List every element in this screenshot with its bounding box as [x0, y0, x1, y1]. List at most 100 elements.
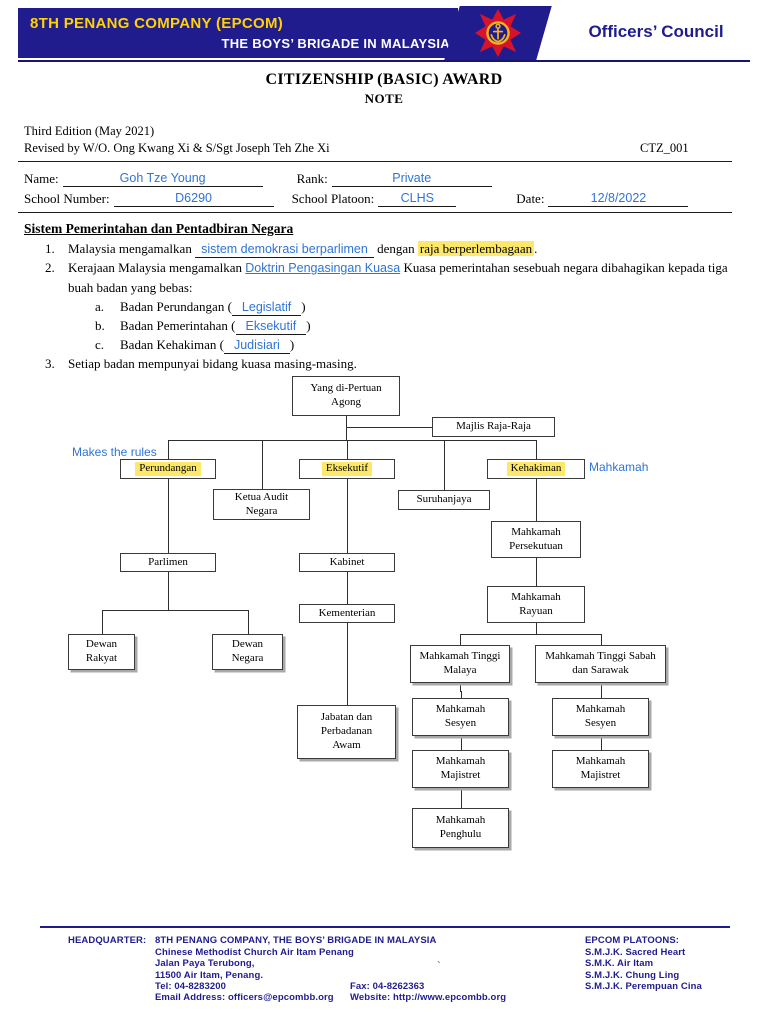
platoon-4: S.M.J.K. Perempuan Cina: [585, 981, 702, 992]
platoon-1: S.M.J.K. Sacred Heart: [585, 947, 686, 958]
hq-fax: Fax: 04-8262363: [350, 981, 425, 992]
chart-connector: [347, 516, 348, 553]
chart-connector: [261, 440, 347, 441]
chart-node-eksekutif: Eksekutif: [299, 459, 395, 479]
rank-field[interactable]: Private: [331, 171, 492, 187]
chart-node-sesyen-1: Mahkamah Sesyen: [412, 698, 509, 736]
sub-item-c: c.Badan Kehakiman (Judisiari): [95, 335, 294, 354]
chart-connector: [346, 416, 347, 440]
date-field[interactable]: 12/8/2022: [548, 191, 689, 207]
chart-connector: [536, 558, 537, 572]
document-code: CTZ_001: [640, 141, 689, 155]
school-platoon-label: School Platoon:: [291, 191, 375, 206]
chart-connector: [168, 610, 249, 611]
sub-c-text: Badan Kehakiman (: [120, 337, 224, 352]
divider-bottom: [18, 212, 732, 213]
chart-connector: [460, 788, 462, 798]
hq-name: 8TH PENANG COMPANY, THE BOYS’ BRIGADE IN…: [155, 935, 437, 946]
chart-node-jabatan: Jabatan dan Perbadanan Awam: [297, 705, 396, 759]
highlighted-phrase: raja berperlembagaan: [417, 241, 535, 256]
document-title: CITIZENSHIP (BASIC) AWARD: [265, 71, 503, 88]
chart-node-majistret-2: Mahkamah Majistret: [552, 750, 649, 788]
chart-node-suruhanjaya: Suruhanjaya: [398, 490, 490, 510]
chart-node-kehakiman: Kehakiman: [487, 459, 585, 479]
section-heading: Sistem Pemerintahan dan Pentadbiran Nega…: [24, 221, 294, 236]
officers-council-title: Officers’ Council: [588, 22, 724, 41]
chart-connector: [346, 440, 445, 441]
header-banner: 8TH PENANG COMPANY (EPCOM) THE BOYS’ BRI…: [18, 8, 458, 58]
chart-connector: [460, 690, 462, 698]
revised-by-text: Revised by W/O. Ong Kwang Xi & S/Sgt Jos…: [24, 141, 330, 155]
stray-mark: `: [437, 960, 441, 972]
form-row-1: Name: Goh Tze Young Rank: Private: [24, 171, 492, 187]
footer-divider: [40, 926, 730, 928]
chart-connector: [261, 440, 263, 489]
chart-connector: [346, 664, 348, 705]
school-number-label: School Number:: [24, 191, 110, 206]
chart-node-tinggi-sabah: Mahkamah Tinggi Sabah dan Sarawak: [535, 645, 666, 683]
sub-letter-a: a.: [95, 299, 105, 314]
hq-address-3: 11500 Air Itam, Penang.: [155, 970, 264, 981]
chart-connector: [536, 623, 537, 634]
chart-connector: [347, 479, 348, 516]
chart-connector: [600, 743, 602, 750]
list-number-2: 2.: [45, 260, 55, 275]
chart-node-persekutuan: Mahkamah Persekutuan: [491, 521, 581, 558]
chart-connector: [460, 736, 462, 743]
chart-annotation-2: Mahkamah: [589, 460, 649, 474]
chart-node-perundangan: Perundangan: [120, 459, 216, 479]
chart-node-majlis: Majlis Raja-Raja: [432, 417, 555, 437]
eksekutif-blank[interactable]: Eksekutif: [235, 319, 307, 335]
rank-label: Rank:: [296, 171, 328, 186]
platoons-label: EPCOM PLATOONS:: [585, 935, 680, 946]
chart-connector: [168, 572, 169, 610]
chart-node-sesyen-2: Mahkamah Sesyen: [552, 698, 649, 736]
platoon-2: S.M.K. Air Itam: [585, 958, 654, 969]
chart-connector: [168, 440, 169, 459]
chart-connector: [536, 634, 602, 635]
chart-node-parlimen: Parlimen: [120, 553, 216, 572]
hq-address-2: Jalan Paya Terubong,: [155, 958, 255, 969]
list-item-3: 3.Setiap badan mempunyai bidang kuasa ma…: [45, 354, 357, 373]
school-platoon-field[interactable]: CLHS: [378, 191, 457, 207]
sub-item-a: a. Badan Perundangan (Legislatif): [95, 297, 306, 316]
chart-connector: [600, 690, 602, 698]
brigade-name: THE BOYS’ BRIGADE IN MALAYSIA: [221, 36, 450, 51]
date-label: Date:: [516, 191, 545, 206]
chart-node-ketua-audit: Ketua Audit Negara: [213, 489, 310, 520]
chart-node-agong: Yang di-Pertuan Agong: [292, 376, 400, 416]
judisiari-blank[interactable]: Judisiari: [223, 338, 290, 354]
chart-node-tinggi-malaya: Mahkamah Tinggi Malaya: [410, 645, 510, 683]
chart-connector: [168, 516, 169, 553]
chart-connector: [168, 440, 347, 441]
chart-node-kementerian: Kementerian: [299, 604, 395, 623]
chart-connector: [460, 634, 461, 645]
chart-node-rayuan: Mahkamah Rayuan: [487, 586, 585, 623]
sub-a-close: ): [301, 299, 306, 314]
header-divider: [18, 60, 750, 62]
sub-b-close: ): [306, 318, 311, 333]
item1-text-end: .: [534, 241, 538, 256]
chart-node-kabinet: Kabinet: [299, 553, 395, 572]
school-number-field[interactable]: D6290: [113, 191, 274, 207]
list-item-2: 2.Kerajaan Malaysia mengamalkan Doktrin …: [45, 258, 737, 297]
doktrin-text: Doktrin Pengasingan Kuasa: [245, 261, 401, 275]
demokrasi-blank[interactable]: sistem demokrasi berparlimen: [195, 242, 374, 258]
hq-website-link[interactable]: Website: http://www.epcombb.org: [350, 992, 507, 1003]
chart-connector: [536, 440, 537, 459]
item2-text-post: Kuasa pemerintahan sesebuah negara dibah…: [68, 260, 728, 295]
sub-a-text: Badan Perundangan (: [120, 299, 232, 314]
chart-connector: [347, 623, 348, 664]
hq-label: HEADQUARTER:: [68, 935, 147, 946]
item1-text-pre: Malaysia mengamalkan: [68, 241, 196, 256]
sub-item-b: b.Badan Pemerintahan (Eksekutif): [95, 316, 311, 335]
hq-email-link[interactable]: Email Address: officers@epcombb.org: [155, 992, 334, 1003]
name-field[interactable]: Goh Tze Young: [62, 171, 263, 187]
divider-top: [18, 161, 732, 162]
sub-b-text: Badan Pemerintahan (: [120, 318, 236, 333]
hq-tel: Tel: 04-8283200: [155, 981, 227, 992]
chart-connector: [536, 572, 537, 586]
sub-c-close: ): [289, 337, 295, 352]
legislatif-blank[interactable]: Legislatif: [231, 300, 302, 316]
